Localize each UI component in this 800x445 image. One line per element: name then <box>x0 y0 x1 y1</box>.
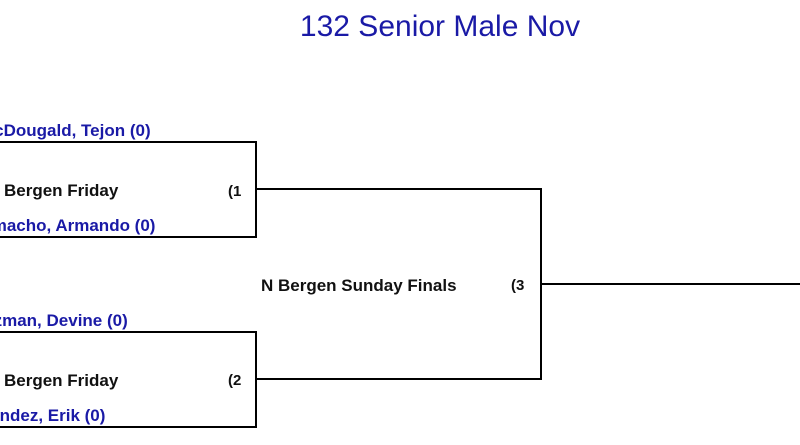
match-1-number: (1 <box>228 183 242 200</box>
match-1-top-player[interactable]: McDougald, Tejon (0) <box>0 121 151 140</box>
match-2-top-line <box>0 331 257 333</box>
match-3-number: (3 <box>511 277 525 294</box>
match-2-top-player[interactable]: Guzman, Devine (0) <box>0 311 128 330</box>
match-3-advance-line <box>540 283 800 285</box>
match-2-number: (2 <box>228 372 242 389</box>
match-1-bottom-line <box>0 236 257 238</box>
match-1-venue: N Bergen Friday <box>0 181 119 200</box>
match-3-venue: N Bergen Sunday Finals <box>261 276 457 295</box>
match-1-bottom-player[interactable]: Camacho, Armando (0) <box>0 216 156 235</box>
match-1-top-line <box>0 141 257 143</box>
match-2-venue: N Bergen Friday <box>0 371 119 390</box>
match-2-advance-line <box>255 378 542 380</box>
bracket-title: 132 Senior Male Nov <box>299 10 581 43</box>
match-1-advance-line <box>255 188 542 190</box>
match-2-bottom-player[interactable]: Mendez, Erik (0) <box>0 406 106 425</box>
match-2-bottom-line <box>0 426 257 428</box>
